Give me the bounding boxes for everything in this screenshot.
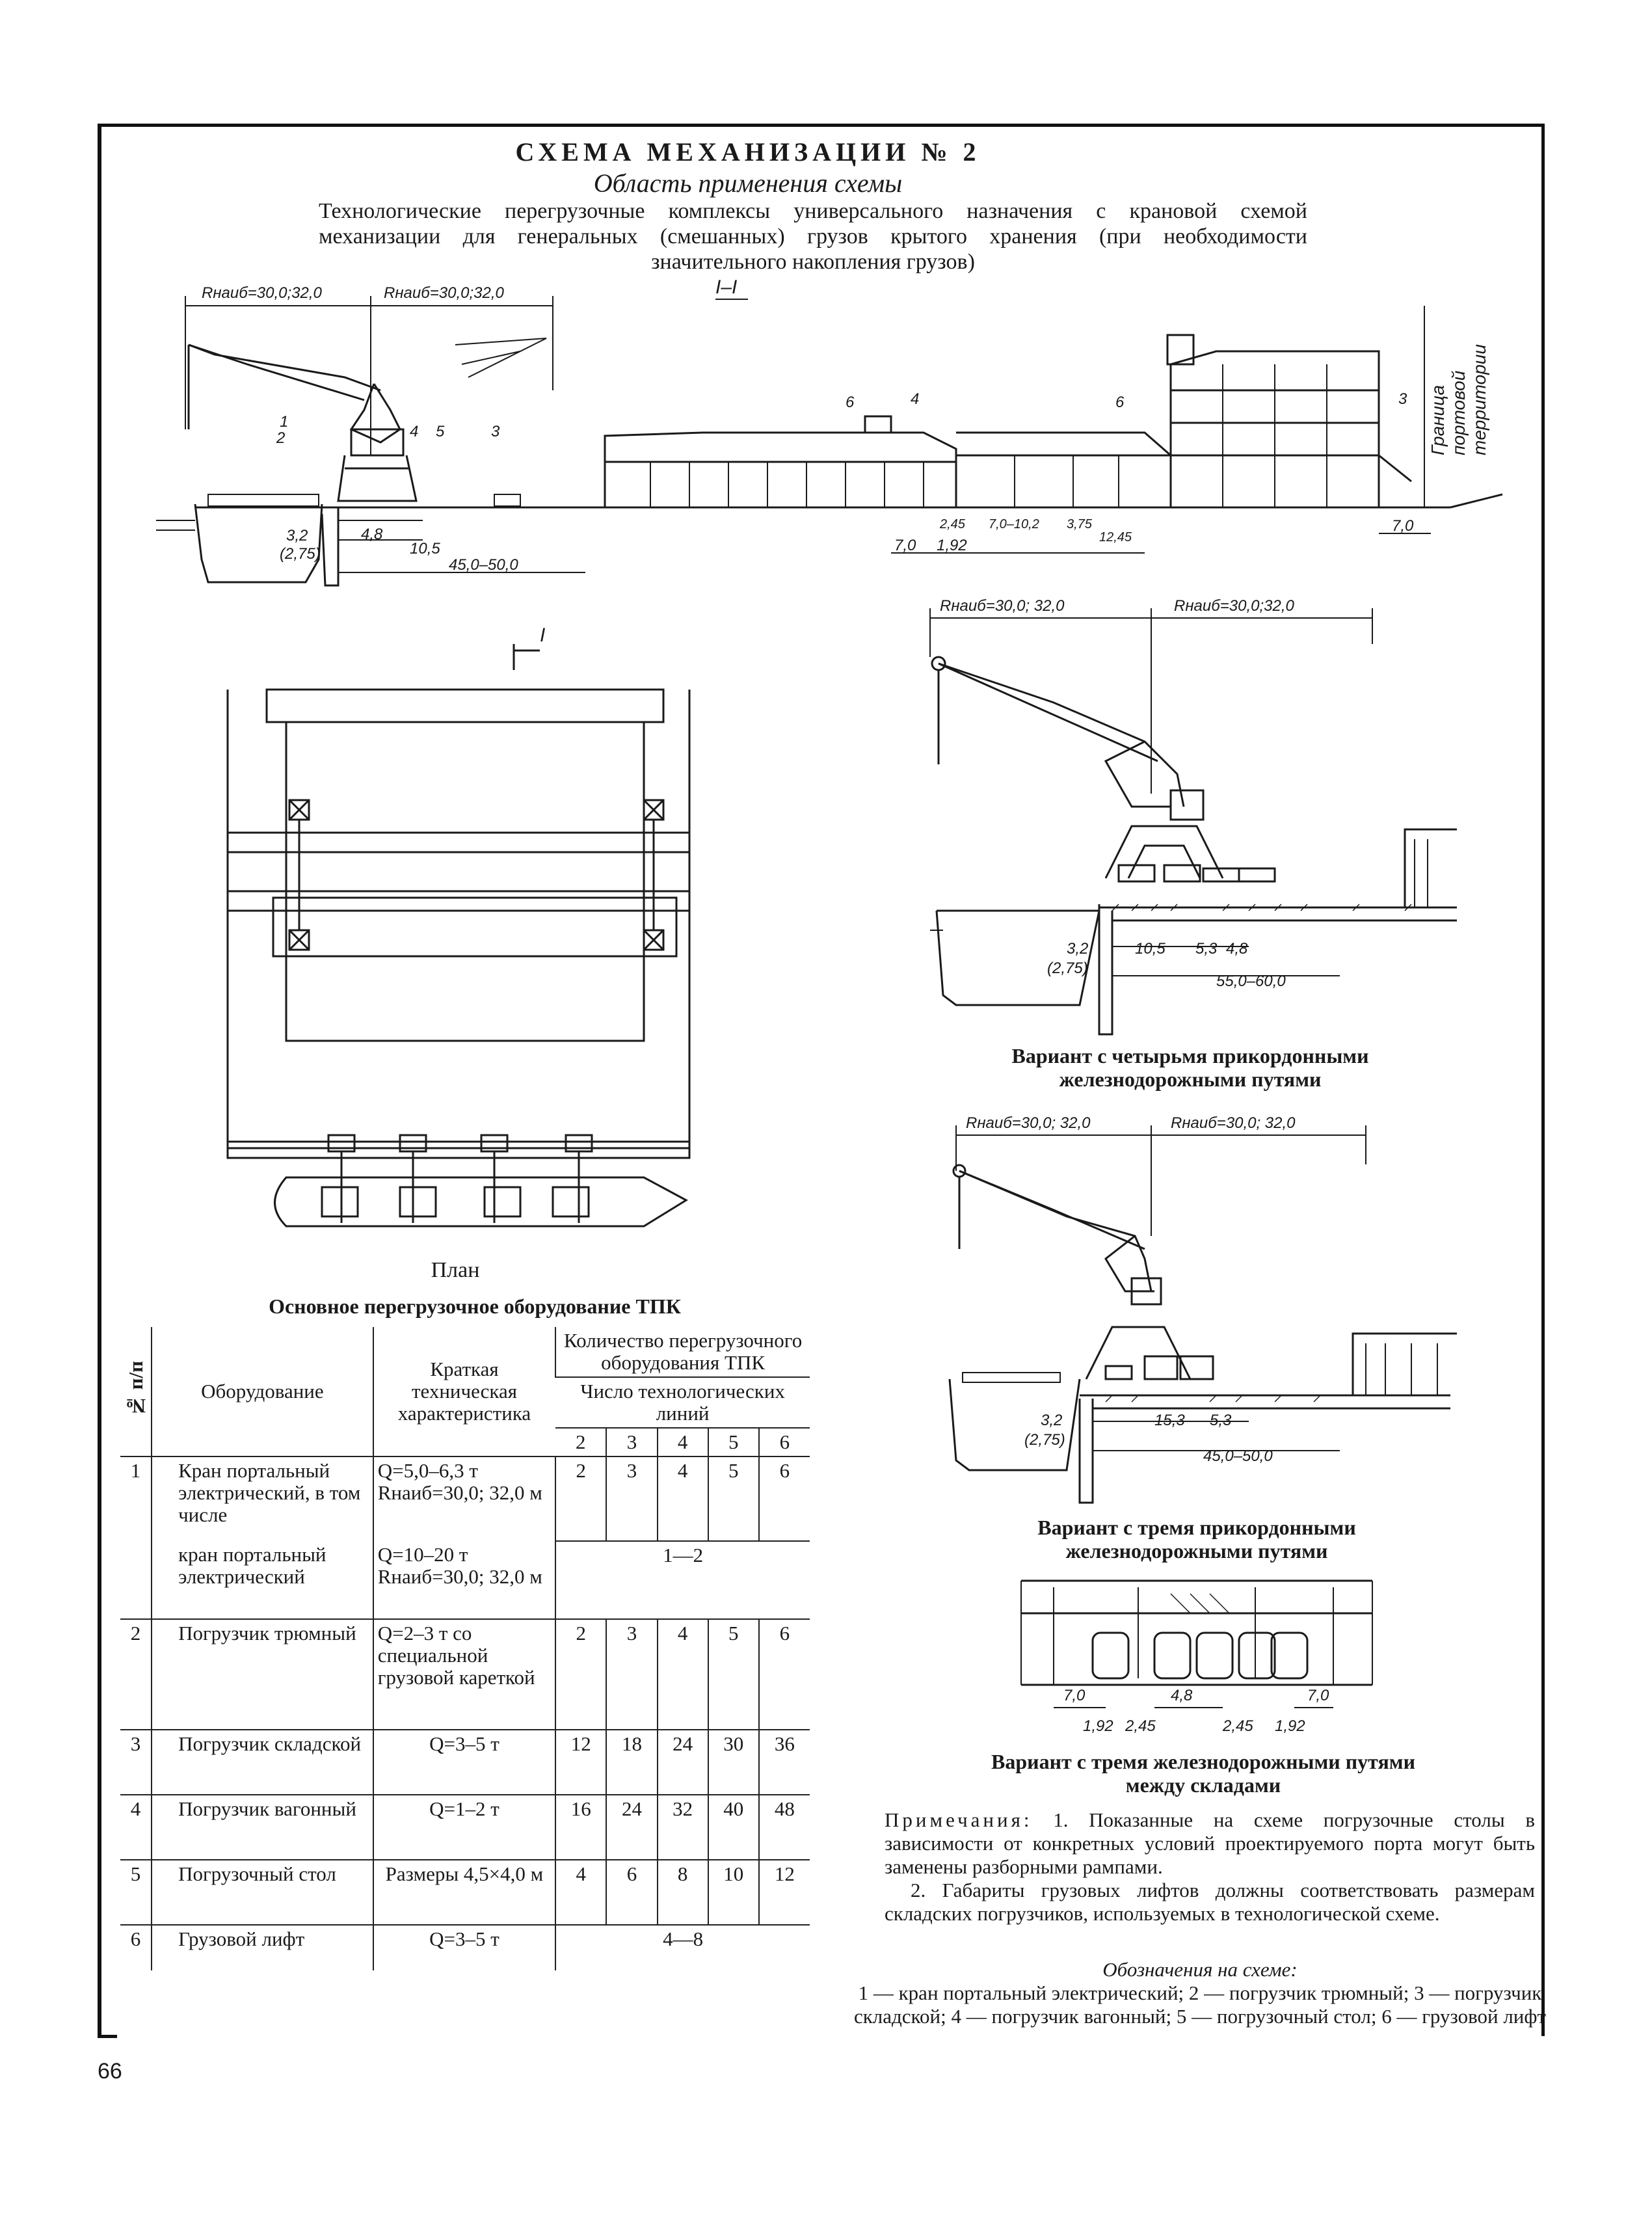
section-dim-245: 2,45 bbox=[940, 517, 965, 531]
v4-dim-depth: 3,2 bbox=[1067, 940, 1089, 958]
table-title: Основное перегрузочное оборудование ТПК bbox=[269, 1295, 681, 1318]
header-equipment: Оборудование bbox=[151, 1327, 373, 1457]
note-2: 2. Габариты грузовых лифтов должны соотв… bbox=[885, 1879, 1535, 1925]
table-row: 2 Погрузчик трюмный Q=2–3 т со специальн… bbox=[120, 1619, 810, 1730]
note-1: 1. Показанные на схеме погрузочные столы… bbox=[885, 1808, 1535, 1878]
frame-corner bbox=[98, 2035, 117, 2038]
legend: Обозначения на схеме: 1 — кран портальны… bbox=[846, 1958, 1554, 2028]
v4-dim-r2: Rнаиб=30,0;32,0 bbox=[1174, 597, 1294, 615]
v3-dim-depth: 3,2 bbox=[1041, 1412, 1063, 1429]
variant4-drawing bbox=[929, 608, 1457, 1036]
vb-dim-192b: 1,92 bbox=[1275, 1717, 1305, 1735]
section-dim-7a: 7,0 bbox=[894, 537, 916, 554]
legend-heading: Обозначения на схеме: bbox=[1102, 1958, 1298, 1981]
section-dim-depth-alt: (2,75) bbox=[280, 545, 321, 563]
vb-dim-7a: 7,0 bbox=[1063, 1687, 1086, 1704]
plan-caption: План bbox=[431, 1258, 480, 1282]
marker-1: 1 bbox=[280, 413, 289, 431]
section-dim-r1: Rнаиб=30,0;32,0 bbox=[202, 284, 322, 302]
v4-dim-105: 10,5 bbox=[1135, 940, 1166, 958]
section-dim-r2: Rнаиб=30,0;32,0 bbox=[384, 284, 504, 302]
section-drawing bbox=[156, 296, 1503, 587]
vb-caption: Вариант с тремя железнодорожными путями … bbox=[991, 1750, 1415, 1797]
scheme-subtitle: Область применения схемы bbox=[593, 168, 903, 198]
table-row: 5 Погрузочный стол Размеры 4,5×4,0 м 4 6… bbox=[120, 1860, 810, 1926]
notes-heading: Примечания: bbox=[885, 1808, 1033, 1831]
vb-dim-245b: 2,45 bbox=[1223, 1717, 1253, 1735]
table-row: 4 Погрузчик вагонный Q=1–2 т 16 24 32 40… bbox=[120, 1795, 810, 1860]
header-line-6: 6 bbox=[758, 1428, 810, 1457]
v4-dim-r1: Rнаиб=30,0; 32,0 bbox=[940, 597, 1065, 615]
scheme-description: Технологические перегрузочные комплексы … bbox=[319, 199, 1307, 274]
v4-dim-53: 5,3 bbox=[1195, 940, 1218, 958]
section-dim-total: 45,0–50,0 bbox=[449, 556, 518, 574]
table-row: 6 Грузовой лифт Q=3–5 т 4—8 bbox=[120, 1925, 810, 1970]
vb-dim-7b: 7,0 bbox=[1307, 1687, 1329, 1704]
section-dim-depth: 3,2 bbox=[286, 527, 308, 544]
marker-4b: 4 bbox=[911, 390, 920, 408]
vb-dim-192a: 1,92 bbox=[1083, 1717, 1113, 1735]
marker-6b: 6 bbox=[1115, 394, 1125, 411]
header-spec: Краткая техническая характеристика bbox=[372, 1327, 556, 1457]
v3-dim-53: 5,3 bbox=[1210, 1412, 1232, 1429]
scheme-title: СХЕМА МЕХАНИЗАЦИИ № 2 bbox=[515, 137, 981, 167]
header-line-4: 4 bbox=[656, 1428, 708, 1457]
section-dim-7to10: 7,0–10,2 bbox=[989, 517, 1039, 531]
variant3-drawing bbox=[948, 1125, 1457, 1504]
v3-dim-total: 45,0–50,0 bbox=[1203, 1447, 1273, 1465]
header-quantity: Количество перегрузочного оборудования Т… bbox=[555, 1327, 810, 1378]
page-frame bbox=[98, 124, 1545, 2036]
v3-caption: Вариант с тремя прикордонными железнодор… bbox=[1037, 1516, 1356, 1563]
section-dim-1245: 12,45 bbox=[1099, 530, 1132, 544]
header-num: № п/п bbox=[120, 1327, 152, 1457]
marker-5: 5 bbox=[436, 423, 445, 440]
v3-dim-153: 15,3 bbox=[1154, 1412, 1185, 1429]
v3-dim-r2: Rнаиб=30,0; 32,0 bbox=[1171, 1114, 1296, 1132]
vb-dim-48: 4,8 bbox=[1171, 1687, 1193, 1704]
header-line-2: 2 bbox=[555, 1428, 607, 1457]
plan-section-mark: I bbox=[540, 624, 546, 646]
header-line-5: 5 bbox=[707, 1428, 759, 1457]
marker-6a: 6 bbox=[846, 394, 855, 411]
section-dim-375: 3,75 bbox=[1067, 517, 1092, 531]
v4-dim-depth-alt: (2,75) bbox=[1047, 960, 1088, 977]
section-dim-192: 1,92 bbox=[937, 537, 967, 554]
table-row: 3 Погрузчик складской Q=3–5 т 12 18 24 3… bbox=[120, 1730, 810, 1795]
v4-dim-total: 55,0–60,0 bbox=[1216, 973, 1286, 990]
section-dim-105: 10,5 bbox=[410, 540, 440, 557]
v3-dim-depth-alt: (2,75) bbox=[1024, 1431, 1065, 1449]
marker-4: 4 bbox=[410, 423, 419, 440]
section-dim-48: 4,8 bbox=[361, 526, 383, 543]
vb-dim-245a: 2,45 bbox=[1125, 1717, 1156, 1735]
v4-caption: Вариант с четырьмя прикордонными железно… bbox=[1011, 1044, 1369, 1091]
marker-3b: 3 bbox=[1398, 390, 1407, 408]
v3-dim-r1: Rнаиб=30,0; 32,0 bbox=[966, 1114, 1091, 1132]
marker-2: 2 bbox=[276, 429, 286, 447]
section-dim-7b: 7,0 bbox=[1392, 517, 1414, 535]
header-line-3: 3 bbox=[606, 1428, 658, 1457]
section-label: I–I bbox=[715, 276, 738, 298]
legend-text: 1 — кран портальный электрический; 2 — п… bbox=[853, 1981, 1547, 2028]
equipment-table: № п/п Оборудование Краткая техническая х… bbox=[120, 1327, 810, 1970]
variant-between-drawing bbox=[1020, 1579, 1373, 1708]
plan-drawing bbox=[226, 644, 691, 1228]
notes: Примечания: 1. Показанные на схеме погру… bbox=[885, 1808, 1535, 1926]
v4-dim-48: 4,8 bbox=[1226, 940, 1248, 958]
page-number: 66 bbox=[98, 2059, 122, 2084]
header-lines: Число технологических линий bbox=[555, 1377, 810, 1429]
table-row: кран портальный электрический Q=10–20 т … bbox=[120, 1540, 810, 1620]
marker-3: 3 bbox=[491, 423, 500, 440]
table-row: 1 Кран портальный электрический, в том ч… bbox=[120, 1456, 810, 1541]
